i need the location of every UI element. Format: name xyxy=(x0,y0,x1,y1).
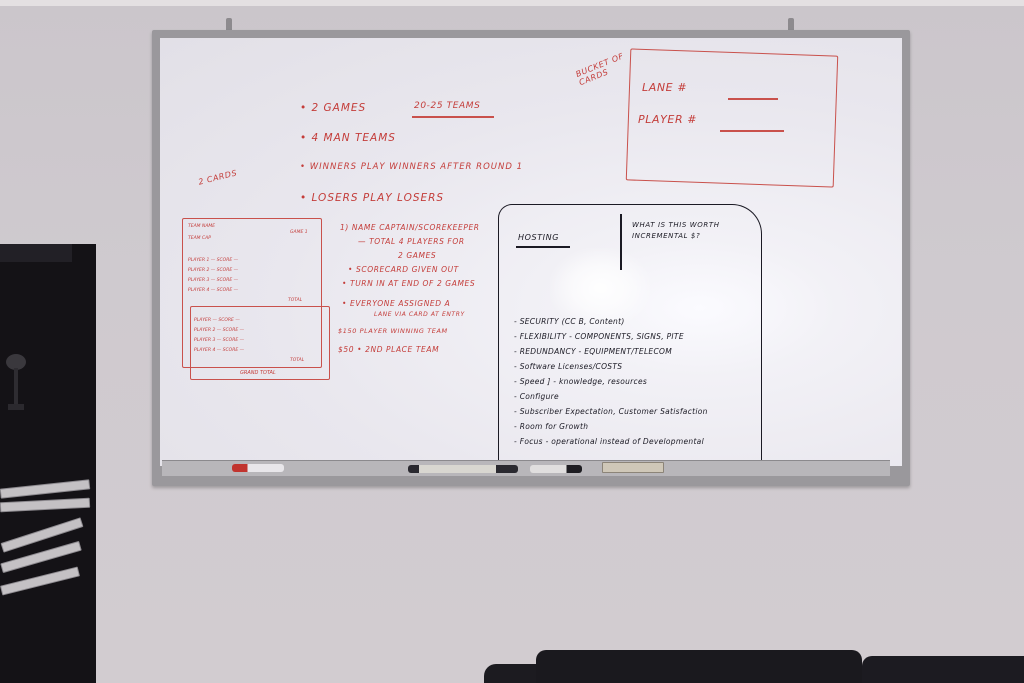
board-hook-right xyxy=(788,18,794,34)
note-line: $150 PLAYER WINNING TEAM xyxy=(338,327,448,335)
board-hook-left xyxy=(226,18,232,34)
scorecard-team-name: TEAM NAME xyxy=(188,224,216,229)
rule-item: LOSERS PLAY LOSERS xyxy=(300,192,523,222)
rule-item: 2 GAMES xyxy=(300,102,523,132)
couch-back xyxy=(536,650,862,683)
whiteboard-surface: 2 GAMES 4 MAN TEAMS WINNERS PLAY WINNERS… xyxy=(160,38,902,466)
lane-blank xyxy=(728,98,778,100)
note-line: LANE VIA CARD AT ENTRY xyxy=(374,311,465,318)
note-line: 1) NAME CAPTAIN/SCOREKEEPER xyxy=(340,223,480,232)
bookshelf-top xyxy=(0,244,72,262)
hosting-item: Software Licenses/COSTS xyxy=(514,359,708,374)
hosting-item: SECURITY (CC B, Content) xyxy=(514,314,708,329)
hosting-item: Speed ] - knowledge, resources xyxy=(514,374,708,389)
hosting-title: HOSTING xyxy=(518,233,560,242)
scorecard-total: TOTAL xyxy=(288,298,303,303)
red-marker xyxy=(232,464,284,472)
marker-tray xyxy=(162,460,890,476)
hosting-item: REDUNDANCY - EQUIPMENT/TELECOM xyxy=(514,344,708,359)
scorecard-total: TOTAL xyxy=(290,358,305,363)
rule-item: 4 MAN TEAMS xyxy=(300,132,523,162)
eraser xyxy=(602,462,664,473)
bucket-of-cards-label: BUCKET OF CARDS xyxy=(574,51,626,88)
note-line: • EVERYONE ASSIGNED A xyxy=(342,299,451,308)
cards-note: 2 CARDS xyxy=(197,168,239,187)
scorecard-row: PLAYER 4 — SCORE — xyxy=(194,348,245,353)
hosting-underline xyxy=(516,246,570,248)
scorecard-row: PLAYER 3 — SCORE — xyxy=(194,338,245,343)
scorecard-bottom-box xyxy=(190,306,330,380)
note-line: • SCORECARD GIVEN OUT xyxy=(348,265,459,274)
rule-item: WINNERS PLAY WINNERS AFTER ROUND 1 xyxy=(300,162,523,192)
teams-count-note: 20-25 TEAMS xyxy=(414,101,481,111)
whiteboard: 2 GAMES 4 MAN TEAMS WINNERS PLAY WINNERS… xyxy=(152,30,910,486)
scorecard-row: PLAYER 2 — SCORE — xyxy=(194,328,245,333)
note-line: — TOTAL 4 PLAYERS FOR xyxy=(358,237,465,246)
hosting-item: Configure xyxy=(514,389,708,404)
scorecard-outline xyxy=(182,218,322,368)
scorecard-row: PLAYER 2 — SCORE — xyxy=(188,268,239,273)
black-marker xyxy=(530,465,582,473)
scorecard-row: PLAYER 3 — SCORE — xyxy=(188,278,239,283)
couch xyxy=(484,650,1024,683)
lamp-icon xyxy=(6,354,26,410)
note-line: • TURN IN AT END OF 2 GAMES xyxy=(342,279,476,288)
player-blank xyxy=(720,130,784,132)
game-rules-list: 2 GAMES 4 MAN TEAMS WINNERS PLAY WINNERS… xyxy=(300,102,523,222)
scorecard-team-cap: TEAM CAP xyxy=(188,236,211,241)
player-label: PLAYER # xyxy=(638,113,698,126)
couch-back xyxy=(862,656,1024,683)
black-marker xyxy=(408,465,518,473)
worth-question: WHAT IS THIS WORTH INCREMENTAL $? xyxy=(632,221,720,240)
note-line: $50 • 2ND PLACE TEAM xyxy=(338,345,440,354)
ceiling-strip xyxy=(0,0,1024,6)
hosting-item: FLEXIBILITY - COMPONENTS, SIGNS, PITE xyxy=(514,329,708,344)
scorecard-row: PLAYER 4 — SCORE — xyxy=(188,288,239,293)
note-line: 2 GAMES xyxy=(398,251,437,260)
scorecard-game-label: GAME 1 xyxy=(290,230,308,235)
hosting-panel-outline xyxy=(498,204,762,466)
hosting-item: Focus - operational instead of Developme… xyxy=(514,434,708,449)
scorecard-row: PLAYER 1 — SCORE — xyxy=(188,258,239,263)
scorecard-row: PLAYER — SCORE — xyxy=(194,318,240,323)
hosting-item: Room for Growth xyxy=(514,419,708,434)
hosting-benefits-list: SECURITY (CC B, Content) FLEXIBILITY - C… xyxy=(514,314,708,449)
teams-underline xyxy=(412,116,494,118)
scorecard-grand-total: GRAND TOTAL xyxy=(240,370,276,376)
hosting-item: Subscriber Expectation, Customer Satisfa… xyxy=(514,404,708,419)
hosting-divider xyxy=(620,214,622,270)
bookshelf xyxy=(0,244,96,683)
lane-label: LANE # xyxy=(642,81,688,94)
